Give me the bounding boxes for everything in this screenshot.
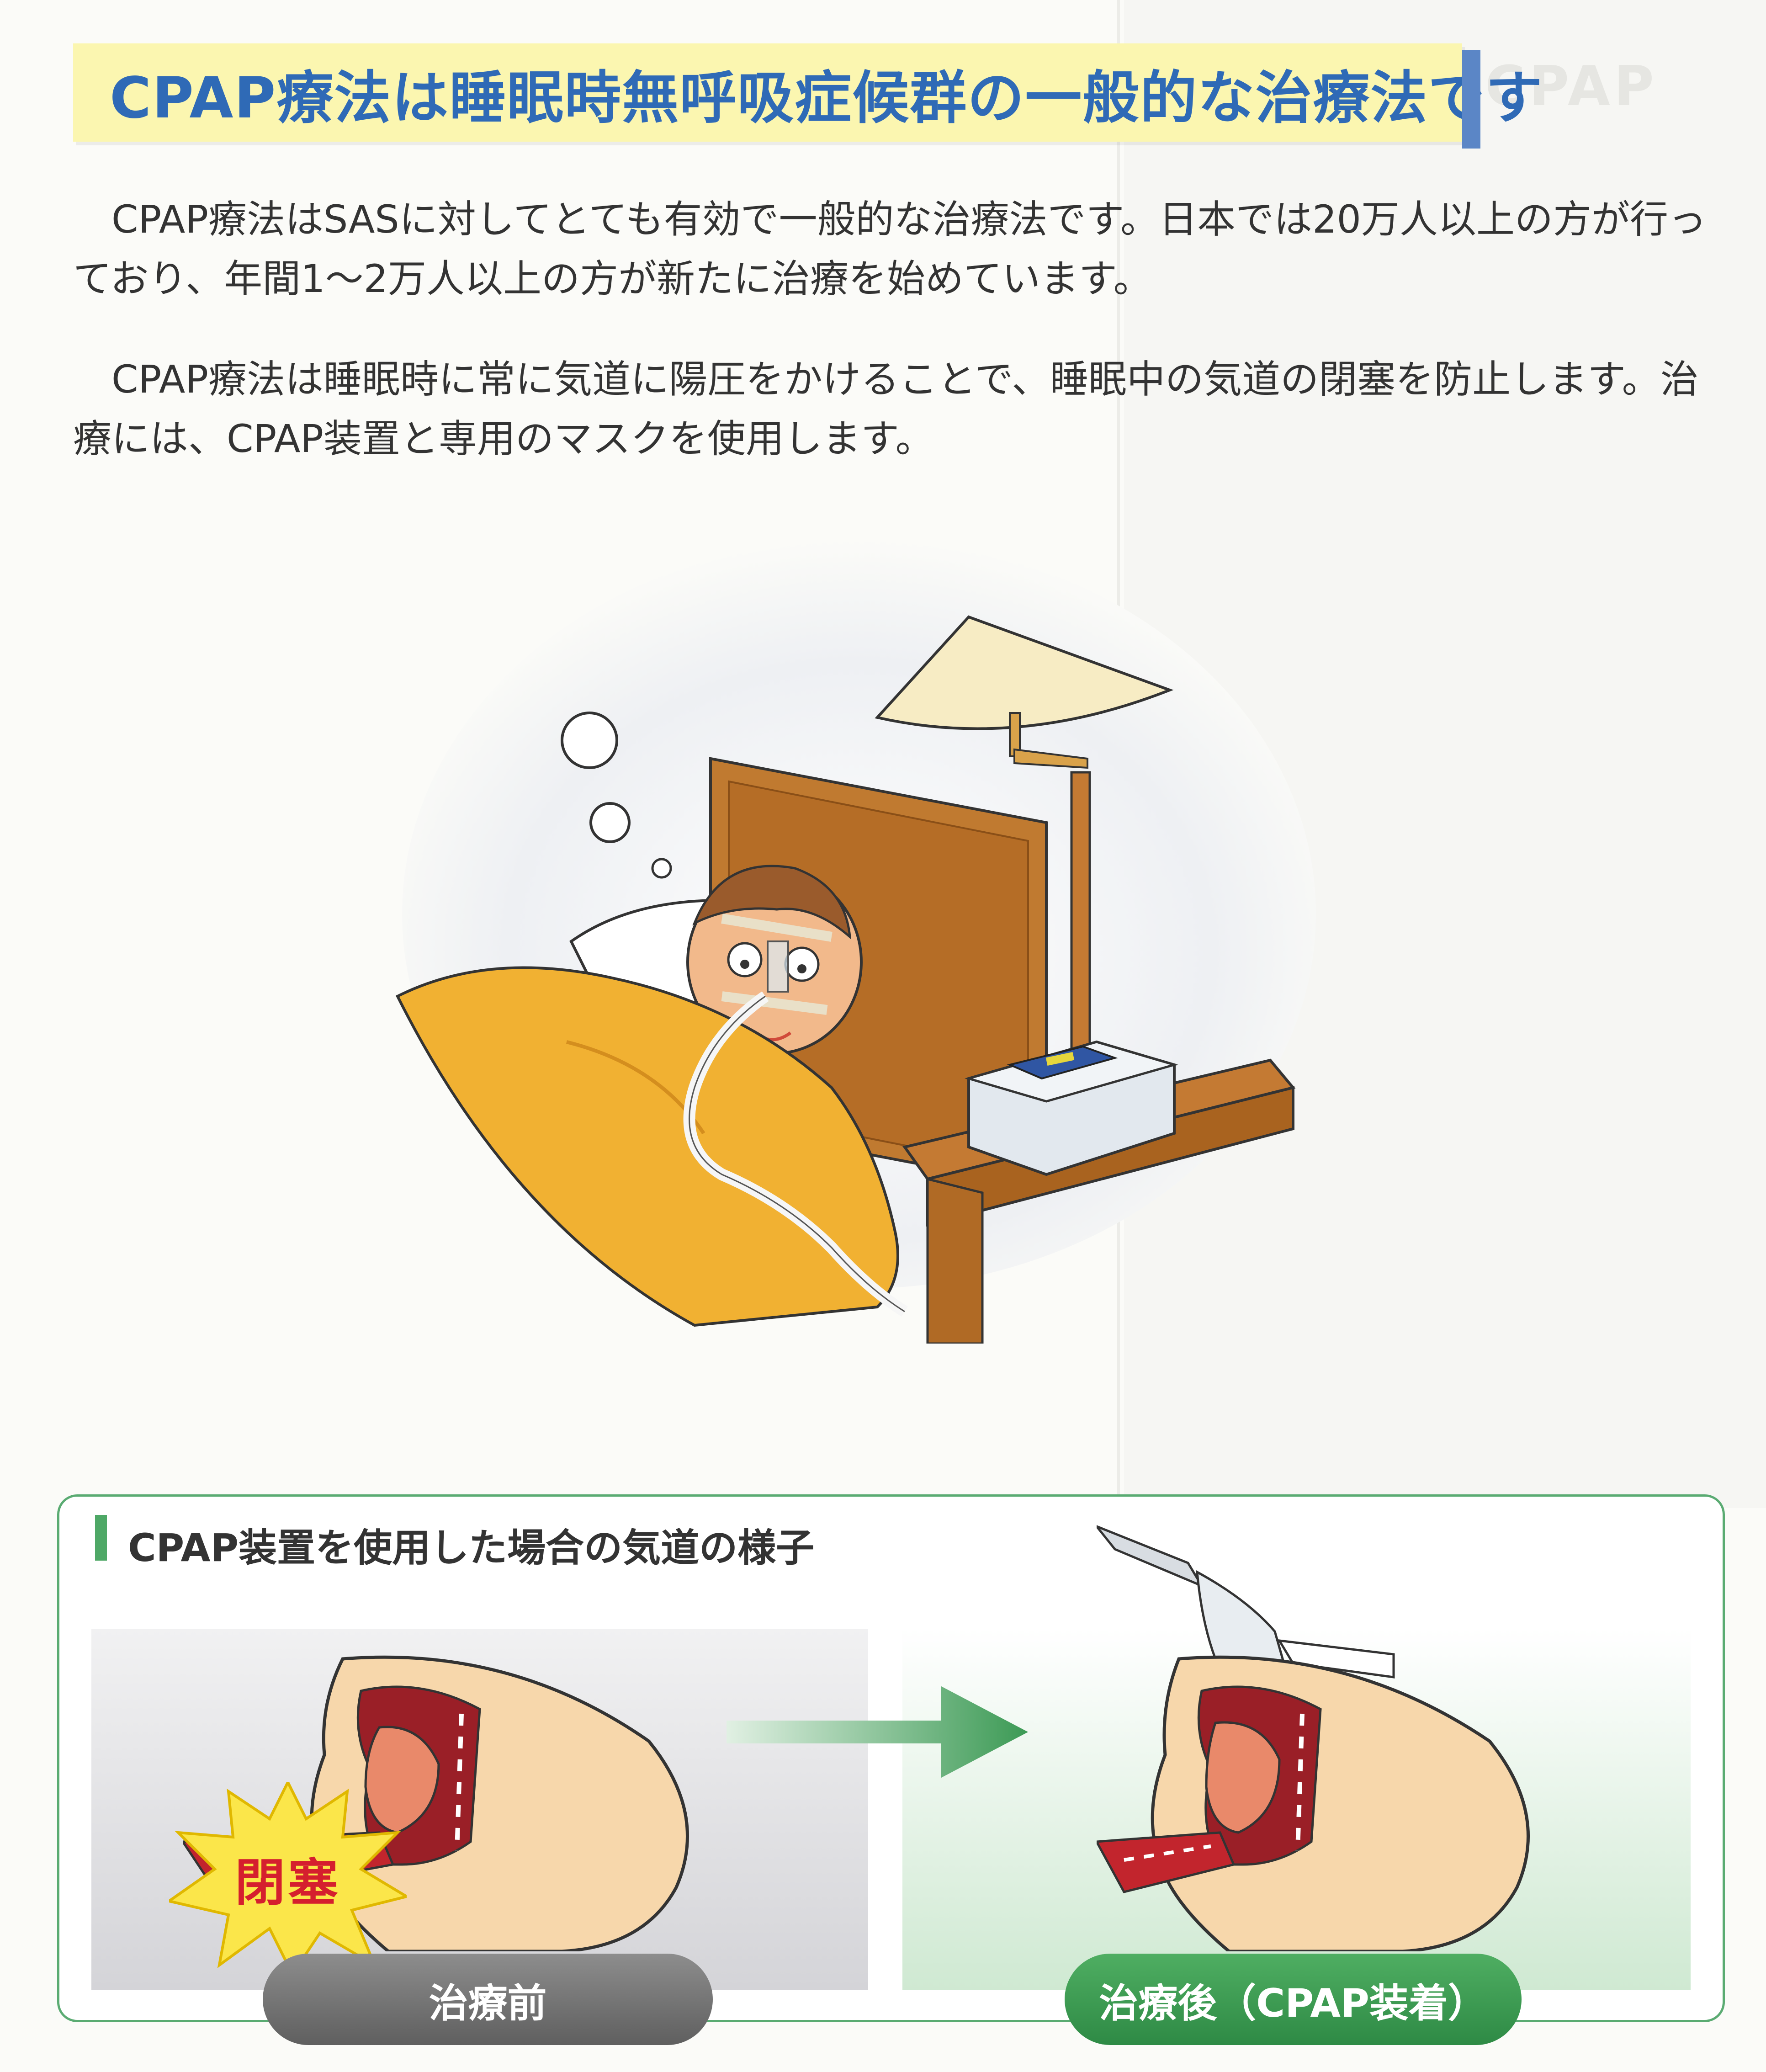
before-treatment-badge: 治療前 [263, 1954, 713, 2045]
intro-paragraph-2-text: CPAP療法は睡眠時に常に気道に陽圧をかけることで、睡眠中の気道の閉塞を防止しま… [73, 357, 1699, 461]
after-treatment-label: 治療後（CPAP装着） [1099, 1980, 1487, 2026]
sleeping-man-with-cpap-illustration [375, 539, 1343, 1344]
obstruction-burst-icon [169, 1782, 407, 1974]
after-treatment-badge: 治療後（CPAP装着） [1065, 1954, 1522, 2045]
adjacent-page-ghost-text: CPAP [1485, 55, 1658, 118]
airway-cross-section-with-cpap [1097, 1522, 1645, 1951]
intro-paragraph-2: CPAP療法は睡眠時に常に気道に陽圧をかけることで、睡眠中の気道の閉塞を防止しま… [73, 350, 1736, 468]
right-arrow-icon [727, 1677, 1028, 1787]
panel-title-bar [95, 1515, 107, 1561]
obstruction-label: 閉塞 [235, 1854, 341, 1912]
section-title-bar: CPAP療法は睡眠時無呼吸症候群の一般的な治療法です [73, 43, 1542, 149]
title-accent-bar [1462, 50, 1480, 149]
intro-paragraph-1-text: CPAP療法はSASに対してとても有効で一般的な治療法です。日本では20万人以上… [73, 197, 1707, 301]
before-treatment-label: 治療前 [429, 1980, 547, 2026]
section-title: CPAP療法は睡眠時無呼吸症候群の一般的な治療法です [110, 65, 1543, 131]
panel-title: CPAP装置を使用した場合の気道の様子 [128, 1525, 815, 1570]
intro-paragraph-1: CPAP療法はSASに対してとても有効で一般的な治療法です。日本では20万人以上… [73, 190, 1736, 308]
